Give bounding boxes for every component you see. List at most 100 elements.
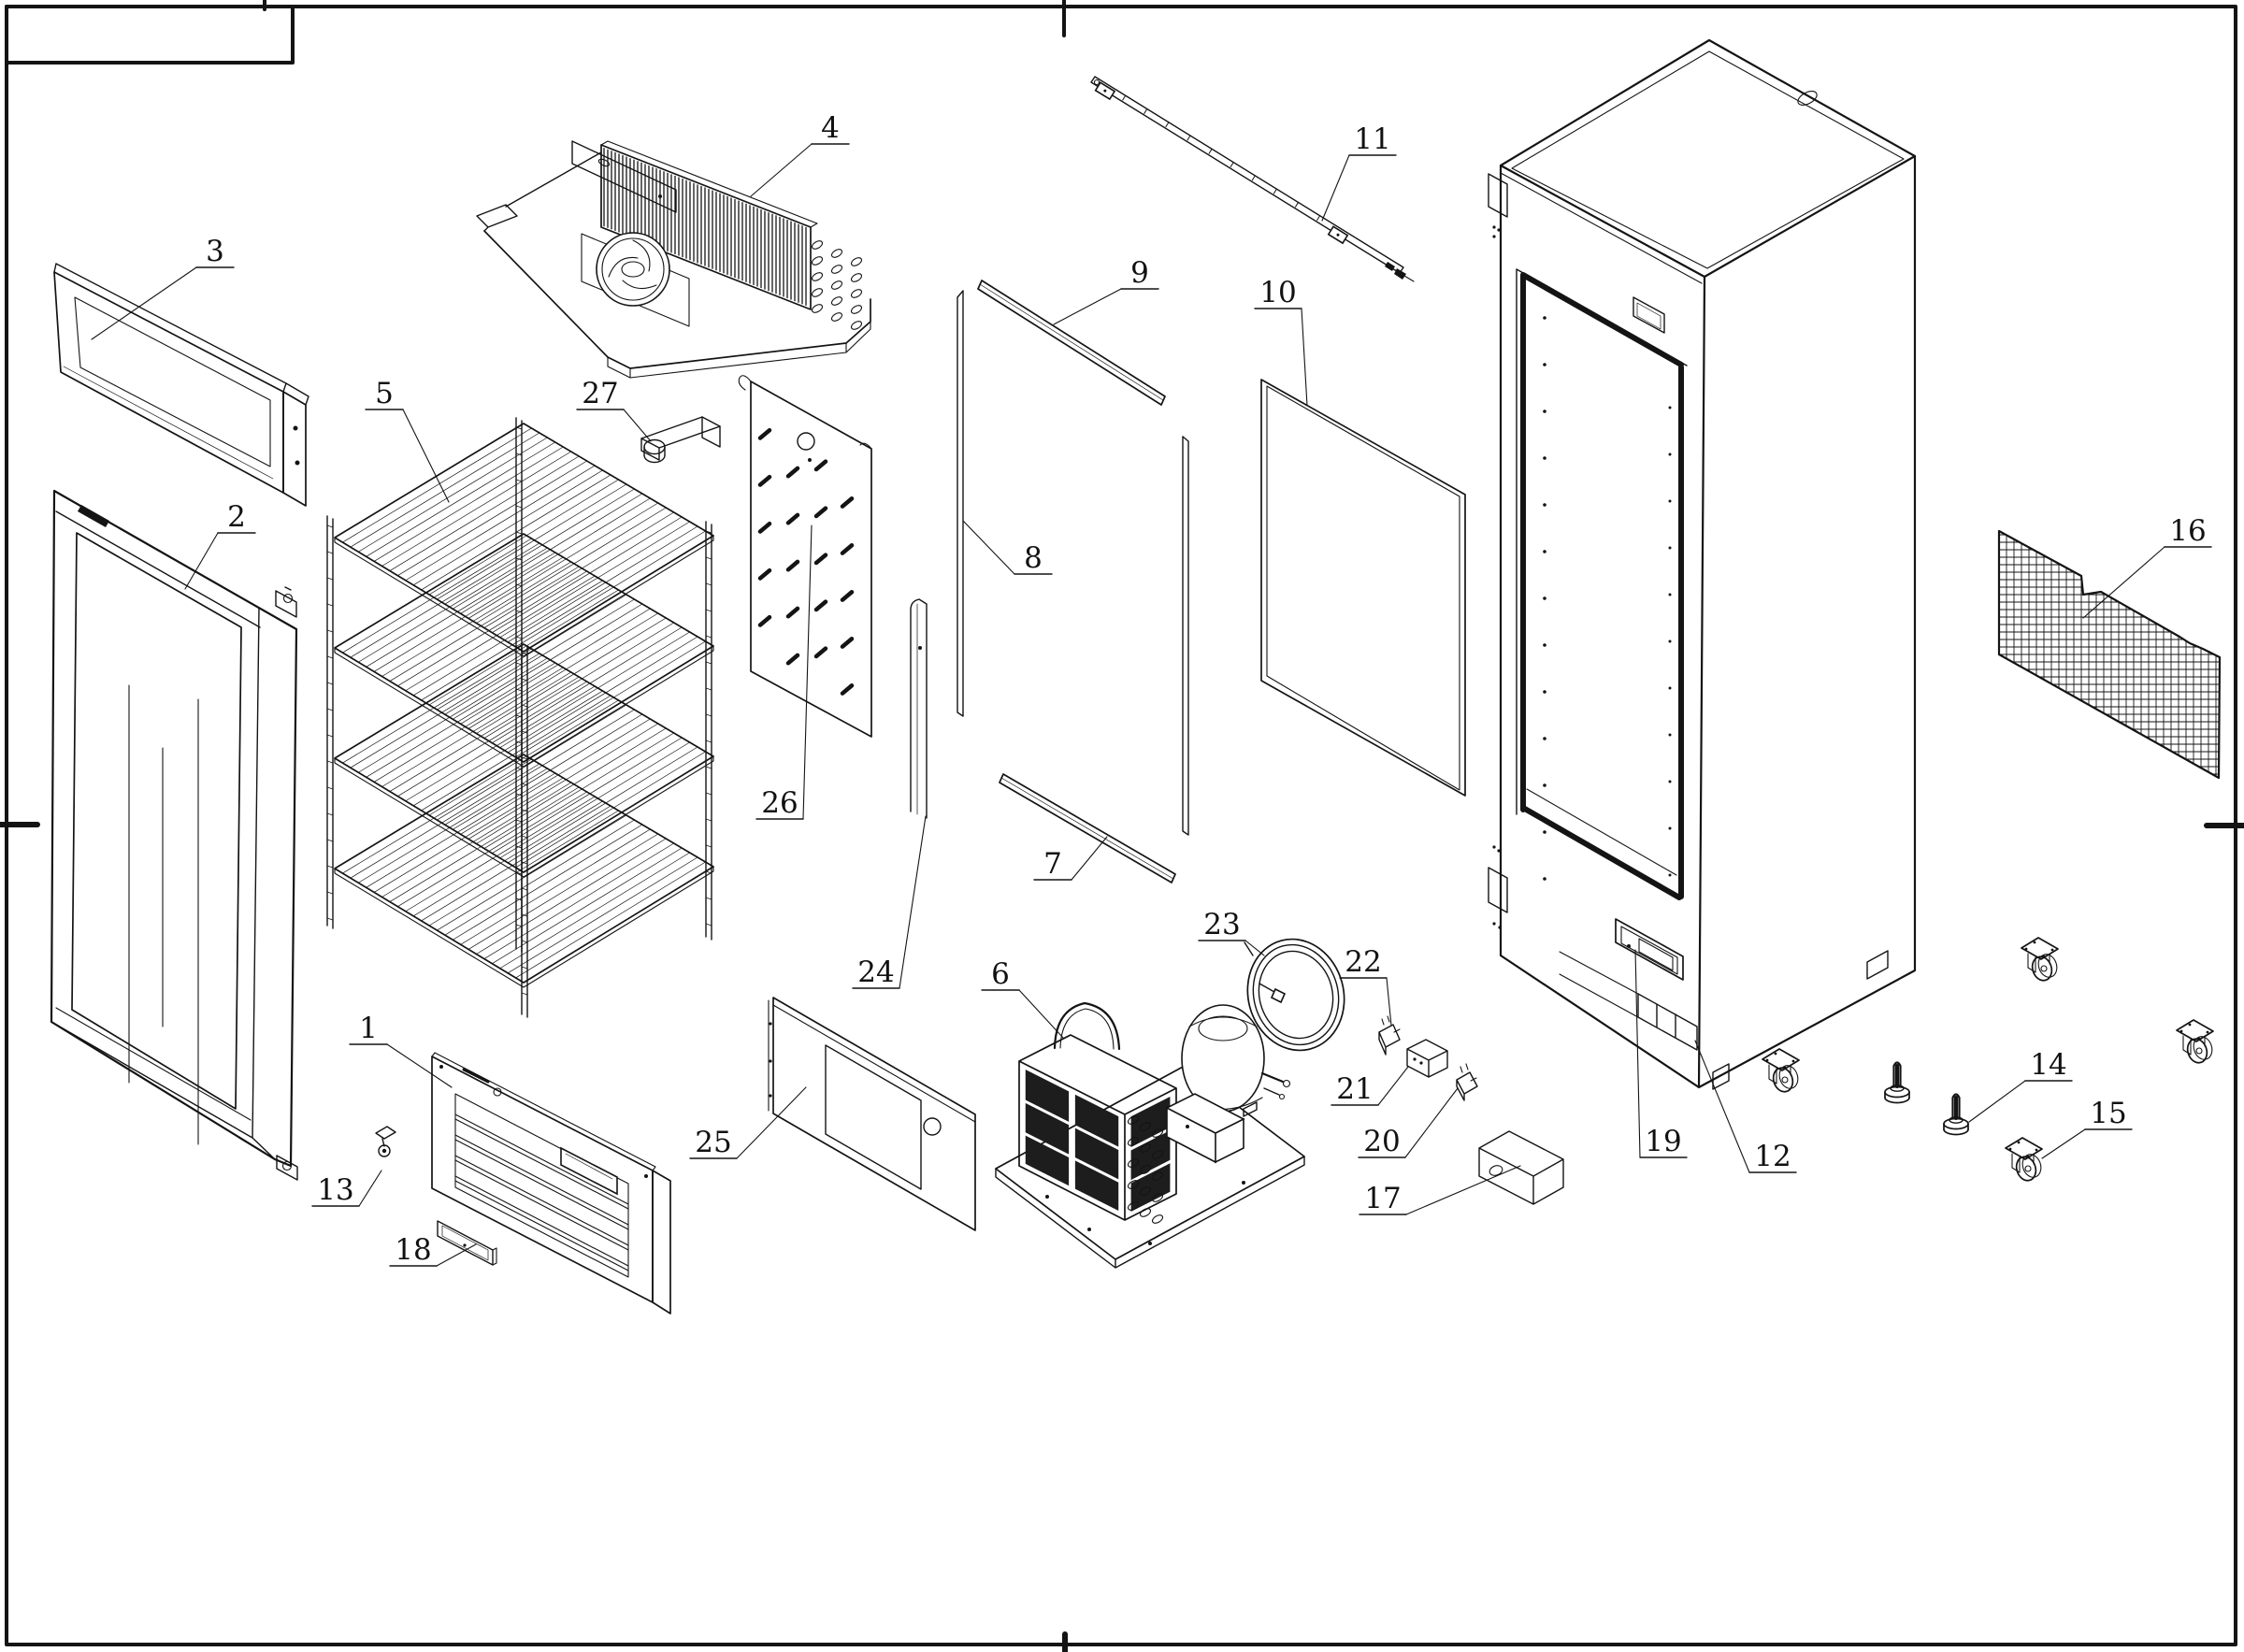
part-10-glass-side-panel <box>1260 379 1466 797</box>
condenser-u-bends <box>1127 1115 1164 1224</box>
casters-and-feet <box>1762 937 2216 1185</box>
callout-number: 21 <box>1336 1072 1373 1106</box>
callout-leader <box>1244 940 1265 956</box>
callout-leader <box>2041 1128 2086 1159</box>
callout-front-louver-grille: 1 <box>349 1012 453 1088</box>
callout-temperature-controller: 19 <box>1634 949 1688 1158</box>
callout-number: 19 <box>1645 1125 1681 1158</box>
callout-number: 15 <box>2090 1097 2126 1130</box>
door-opening-gasket <box>1520 272 1684 900</box>
bottom-compartment-frame <box>1559 951 1698 1051</box>
callout-number: 10 <box>1259 276 1296 309</box>
callout-number: 16 <box>2169 514 2206 548</box>
part-5-wire-shelf-rack <box>326 417 714 1018</box>
callout-leader <box>1053 288 1122 325</box>
callout-number: 11 <box>1354 122 1390 156</box>
callout-leader <box>1405 1165 1521 1215</box>
wire-shelf <box>334 423 714 657</box>
part-17-ballast-box <box>1478 1130 1564 1205</box>
callout-leader <box>962 520 1015 575</box>
callout-number: 4 <box>821 111 840 145</box>
part-1-front-louver-grille <box>431 1052 671 1314</box>
callout-number: 24 <box>857 955 894 989</box>
callout-condenser-coil: 23 <box>1198 908 1265 956</box>
callout-kick-plate: 18 <box>389 1233 477 1267</box>
part-23-condenser-coil <box>1244 938 1345 1052</box>
callout-cabinet-body: 12 <box>1694 1040 1797 1173</box>
part-19-temperature-controller <box>1615 918 1684 981</box>
callout-number: 3 <box>206 235 224 268</box>
callout-leader <box>436 1243 477 1267</box>
callout-wire-shelf-rack: 5 <box>365 377 450 503</box>
title-block <box>5 5 295 65</box>
glass-reflection-lines <box>128 684 199 1145</box>
callout-condenser-guard-mesh: 16 <box>2082 514 2212 619</box>
callout-leader <box>1634 949 1641 1158</box>
callout-perforated-air-panel: 26 <box>755 524 813 820</box>
base-foot-tabs <box>1712 950 1889 1090</box>
callout-leveling-foot: 14 <box>1968 1048 2073 1123</box>
side-trim-strip-right <box>1182 436 1189 836</box>
callout-shelf-clip: 13 <box>311 1170 382 1207</box>
callout-leader <box>1694 1040 1750 1173</box>
callout-leader <box>1404 1087 1459 1158</box>
callout-evaporator-fan-assembly: 4 <box>750 111 850 197</box>
callout-number: 22 <box>1345 945 1381 979</box>
callout-leader <box>750 143 813 197</box>
part-3-header-sign-panel <box>53 263 309 507</box>
part-6-condensing-unit <box>995 1001 1305 1269</box>
callouts: 1234567891011121314151617181920212223242… <box>91 111 2212 1267</box>
callout-number: 9 <box>1130 256 1149 290</box>
callout-number: 12 <box>1754 1140 1791 1173</box>
part-2-glass-door <box>50 489 298 1181</box>
callout-leader <box>386 1043 453 1088</box>
callout-caster: 15 <box>2041 1097 2133 1159</box>
callout-number: 18 <box>395 1233 431 1267</box>
wire-shelf <box>334 533 714 768</box>
part-9-top-trim-strip <box>977 280 1166 406</box>
part-26-perforated-air-panel <box>738 375 872 738</box>
callout-number: 26 <box>761 786 798 820</box>
callout-side-trim-strip: 8 <box>962 520 1053 575</box>
callout-number: 5 <box>375 377 394 410</box>
callout-number: 14 <box>2030 1048 2066 1082</box>
callout-header-sign-panel: 3 <box>91 235 235 340</box>
callout-number: 8 <box>1024 541 1043 575</box>
callout-leader <box>1968 1080 2026 1123</box>
callout-leader <box>623 409 652 442</box>
door-hinge-bottom <box>276 1155 298 1181</box>
callout-relay-box: 21 <box>1331 1066 1409 1106</box>
callout-leader <box>802 524 813 820</box>
evaporator-fins <box>603 148 807 306</box>
callout-number: 2 <box>227 500 246 534</box>
terminal-box <box>1165 1093 1245 1164</box>
part-4-evaporator-fan-assembly <box>476 140 871 379</box>
callout-leader <box>1377 1066 1409 1106</box>
part-16-condenser-guard-mesh <box>1997 529 2222 780</box>
callout-leader <box>736 1086 807 1159</box>
callout-leader <box>402 409 450 503</box>
callout-corner-channel: 24 <box>852 815 927 989</box>
part-8-side-trim-strip <box>957 290 964 717</box>
callout-rear-access-panel: 25 <box>689 1086 807 1159</box>
callout-leader <box>1071 836 1108 881</box>
callout-glass-side-panel: 10 <box>1254 276 1308 407</box>
callout-top-trim-strip: 9 <box>1053 256 1159 325</box>
part-27-lamp-bracket <box>640 416 721 464</box>
callout-number: 17 <box>1364 1182 1401 1215</box>
callout-leader <box>91 266 197 340</box>
callout-condensing-unit: 6 <box>981 957 1064 1039</box>
part-21-relay-box <box>1406 1039 1448 1078</box>
evaporator-fan <box>596 232 670 307</box>
callout-number: 13 <box>317 1173 353 1207</box>
callout-leader <box>358 1170 382 1207</box>
callout-leader <box>1301 308 1308 407</box>
compressor <box>1181 1004 1291 1126</box>
callout-lamp-bracket: 27 <box>576 377 652 442</box>
condenser-core <box>1025 1070 1171 1212</box>
callout-micro-switch: 22 <box>1339 945 1392 1027</box>
callout-number: 6 <box>991 957 1010 991</box>
